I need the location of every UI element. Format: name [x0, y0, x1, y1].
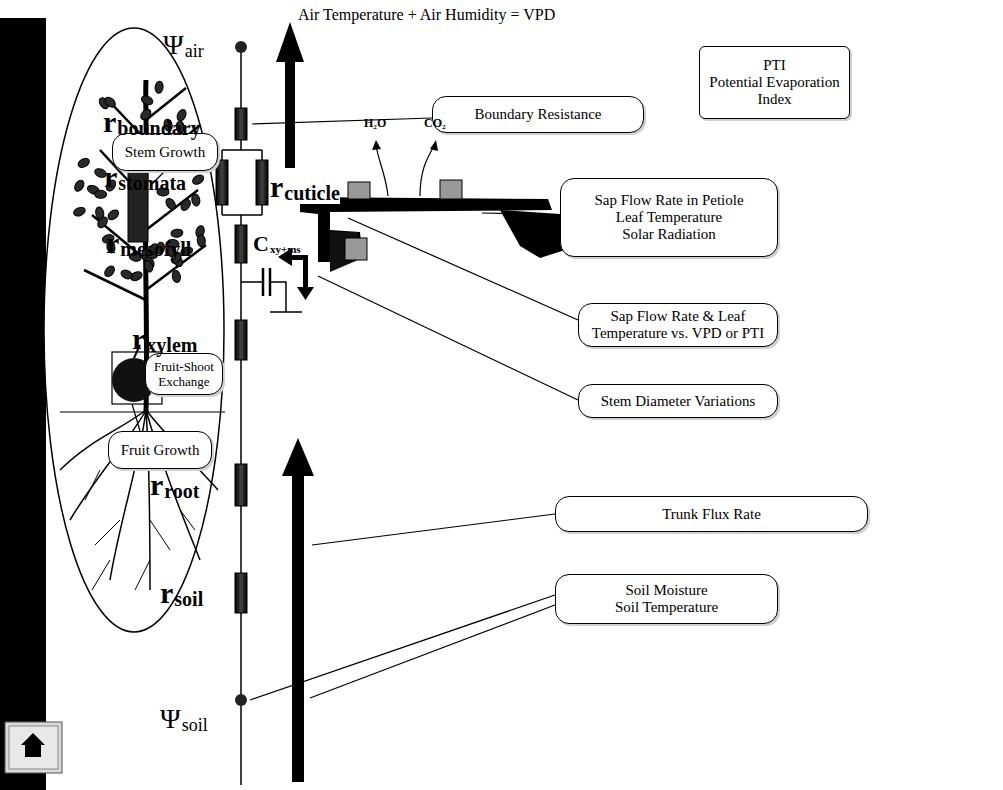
gas-arrowhead: [372, 140, 438, 151]
side-band: [0, 18, 46, 790]
resistor-symbol: [216, 108, 268, 613]
leaf: [73, 178, 86, 192]
leaf: [106, 208, 120, 222]
callout-box: Soil MoistureSoil Temperature: [555, 574, 778, 624]
formula-note: Air Temperature + Air Humidity = VPD: [298, 6, 555, 24]
symbol-label: C: [253, 232, 269, 256]
callout-text: Trunk Flux Rate: [662, 506, 761, 523]
leaf: [191, 173, 205, 186]
home-button: [5, 722, 62, 773]
symbol-label: r: [160, 576, 173, 609]
symbol-label: H₂O: [364, 117, 386, 130]
leaf: [179, 198, 192, 212]
callout-text: Sap Flow Rate & Leaf Temperature vs. VPD…: [585, 308, 771, 342]
symbol-label: r: [104, 160, 117, 193]
callout-text: Boundary Resistance: [474, 106, 601, 123]
plant-frame: [44, 28, 224, 632]
symbol-label: boundary: [117, 117, 200, 139]
symbol-label: xylem: [146, 334, 197, 356]
callout-box: Sap Flow Rate & Leaf Temperature vs. VPD…: [578, 303, 778, 347]
leaf: [103, 264, 117, 278]
symbol-label: root: [164, 480, 199, 502]
symbol-label: Ψ: [160, 704, 181, 735]
leaf: [120, 268, 134, 280]
leaf: [170, 228, 183, 238]
callout-text: Soil Moisture: [625, 582, 707, 599]
capacitor-symbol: [263, 268, 270, 296]
symbol-label: CO₂: [424, 117, 446, 130]
symbol-label: r: [150, 468, 163, 501]
leaf: [154, 81, 164, 94]
flux-arrow: [276, 22, 314, 782]
leaf: [197, 234, 207, 247]
symbol-label: r: [132, 322, 145, 355]
symbol-label: xy+ms: [270, 243, 301, 255]
diameter-arrow: [278, 248, 314, 300]
callout-text: Stem Diameter Variations: [601, 393, 756, 410]
callout-box: Sap Flow Rate in PetioleLeaf Temperature…: [560, 178, 778, 257]
leaf: [164, 197, 177, 211]
callout-box: Fruit Growth: [108, 431, 212, 469]
callout-text: Sap Flow Rate in Petiole: [594, 192, 743, 209]
symbol-label: stomata: [118, 172, 186, 194]
potential-node: [235, 694, 247, 706]
callout-text: Solar Radiation: [622, 226, 716, 243]
symbol-label: r: [270, 170, 283, 203]
potential-node: [235, 41, 247, 53]
callout-text: Soil Temperature: [615, 599, 718, 616]
leaf: [72, 206, 86, 218]
callout-box: PTIPotential Evaporation Index: [699, 46, 850, 119]
symbol-label: soil: [174, 588, 203, 610]
callout-text: Fruit-Shoot Exchange: [152, 359, 216, 389]
callout-box: Boundary Resistance: [432, 96, 644, 133]
leaf: [171, 270, 181, 283]
callout-box: Trunk Flux Rate: [555, 496, 868, 532]
symbol-label: cuticle: [284, 182, 340, 204]
gas-arrow: [376, 145, 434, 196]
symbol-label: air: [185, 42, 204, 62]
callout-box: Fruit-Shoot Exchange: [145, 353, 223, 395]
symbol-label: soil: [182, 716, 208, 736]
callout-box: Stem Diameter Variations: [578, 384, 778, 418]
symbol-label: Ψ: [163, 30, 184, 61]
callout-text: Potential Evaporation Index: [706, 74, 843, 108]
symbol-label: mesofyll: [120, 238, 191, 260]
callout-text: Fruit Growth: [121, 442, 200, 459]
symbol-label: r: [106, 226, 119, 259]
symbol-label: r: [103, 105, 116, 138]
leaf: [143, 259, 154, 273]
leaf: [77, 157, 91, 170]
tree: [60, 80, 225, 590]
callout-text: Leaf Temperature: [616, 209, 723, 226]
callout-text: PTI: [763, 57, 786, 74]
callout-text: Stem Growth: [125, 144, 205, 161]
callout-leader: [132, 118, 578, 700]
leaf: [140, 94, 154, 106]
leaf: [191, 193, 201, 206]
